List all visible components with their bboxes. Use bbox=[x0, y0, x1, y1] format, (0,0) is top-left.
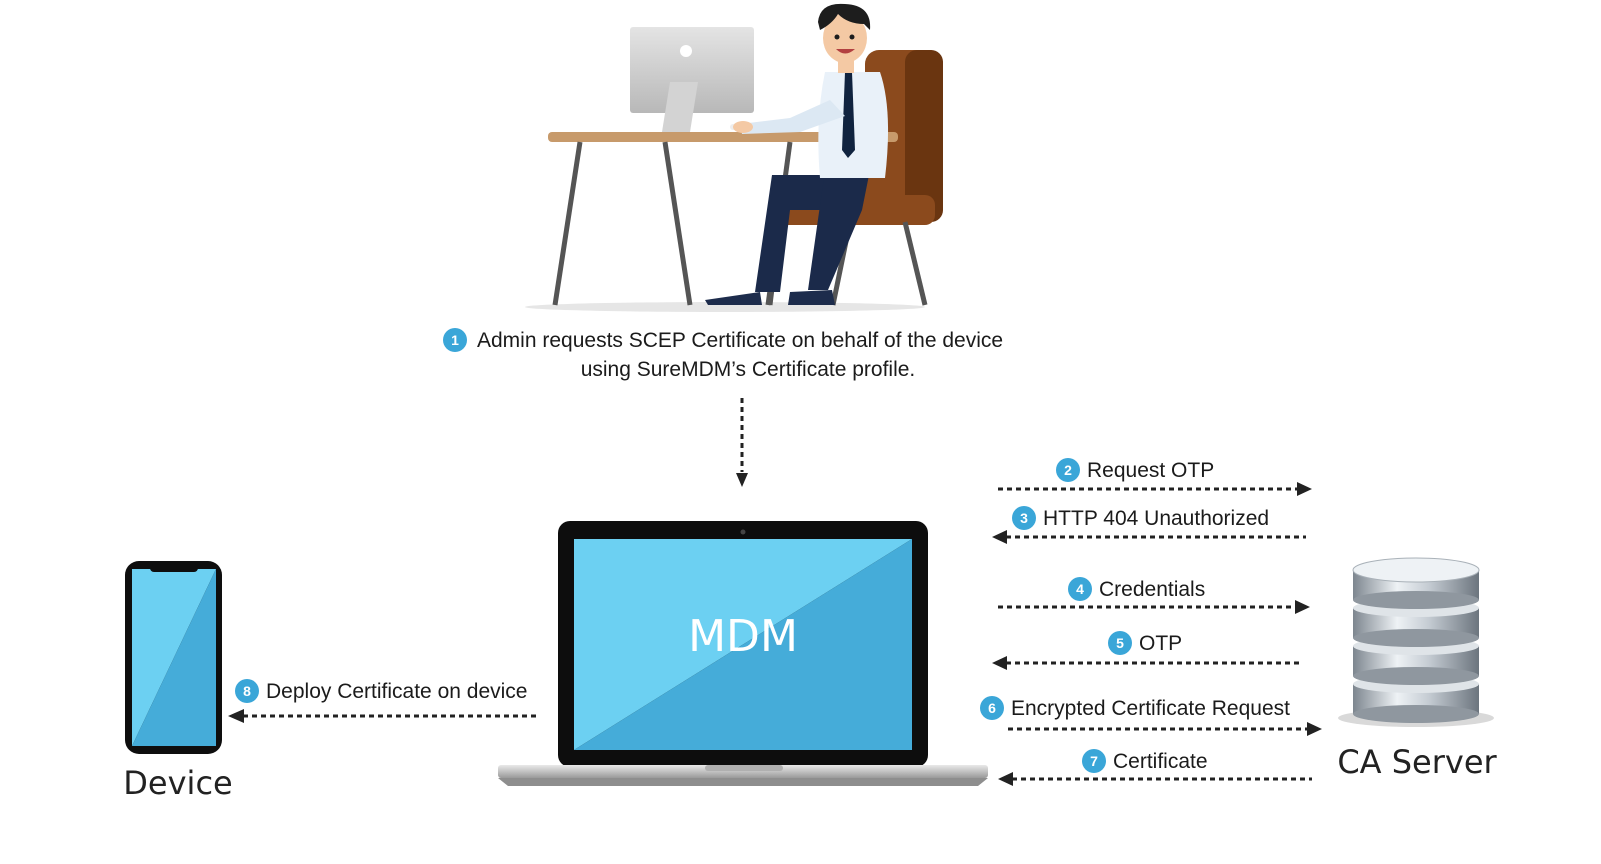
step-3-exchange: 3 HTTP 404 Unauthorized bbox=[992, 506, 1306, 544]
step-1-line-1: Admin requests SCEP Certificate on behal… bbox=[477, 329, 1003, 352]
step-7-exchange: 7 Certificate bbox=[998, 749, 1312, 786]
step-5-arrow-head bbox=[992, 656, 1007, 670]
mdm-ca-exchange: 2 Request OTP 3 HTTP 404 Unauthorized 4 Crede… bbox=[980, 458, 1322, 786]
step-badge-number: 8 bbox=[243, 683, 251, 699]
step-8-text: Deploy Certificate on device bbox=[266, 680, 527, 703]
device-label: Device bbox=[123, 764, 232, 802]
step-badge bbox=[443, 328, 467, 352]
step-badge-number: 4 bbox=[1076, 581, 1084, 597]
step-badge-number: 5 bbox=[1116, 635, 1124, 651]
step-badge-number: 3 bbox=[1020, 510, 1028, 526]
step-7-text: Certificate bbox=[1113, 750, 1208, 773]
step-2-exchange: 2 Request OTP bbox=[998, 458, 1312, 496]
step-badge bbox=[980, 696, 1004, 720]
step-6-arrow-head bbox=[1307, 722, 1322, 736]
step-1-line-2: using SureMDM’s Certificate profile. bbox=[581, 358, 916, 381]
admin-to-mdm-arrow bbox=[736, 398, 748, 487]
step-badge-number: 7 bbox=[1090, 753, 1098, 769]
step-5-exchange: 5 OTP bbox=[992, 631, 1302, 670]
step-1-label: 1 Admin requests SCEP Certificate on beh… bbox=[443, 328, 1003, 381]
mdm-to-device-arrow bbox=[228, 709, 540, 723]
step-2-text: Request OTP bbox=[1087, 459, 1214, 482]
step-badge-number: 1 bbox=[451, 332, 459, 348]
step-badge-number: 2 bbox=[1064, 462, 1072, 478]
step-badge bbox=[1108, 631, 1132, 655]
step-4-exchange: 4 Credentials bbox=[998, 577, 1310, 614]
step-2-arrow-head bbox=[1297, 482, 1312, 496]
step-badge bbox=[235, 679, 259, 703]
step-8-label: 8 Deploy Certificate on device bbox=[235, 679, 527, 703]
laptop-icon: MDM bbox=[498, 521, 988, 786]
step-badge bbox=[1082, 749, 1106, 773]
database-server-icon bbox=[1338, 557, 1494, 727]
step-7-arrow-head bbox=[998, 772, 1013, 786]
mdm-label: MDM bbox=[688, 611, 798, 662]
smartphone-icon bbox=[125, 561, 222, 754]
step-badge bbox=[1012, 506, 1036, 530]
step-6-text: Encrypted Certificate Request bbox=[1011, 697, 1290, 720]
step-3-text: HTTP 404 Unauthorized bbox=[1043, 507, 1269, 530]
step-4-arrow-head bbox=[1295, 600, 1310, 614]
admin-at-desk-icon bbox=[525, 3, 943, 312]
step-6-exchange: 6 Encrypted Certificate Request bbox=[980, 696, 1322, 736]
step-badge-number: 6 bbox=[988, 700, 996, 716]
step-5-text: OTP bbox=[1139, 632, 1182, 655]
step-badge bbox=[1056, 458, 1080, 482]
ca-server-label: CA Server bbox=[1337, 743, 1497, 781]
step-4-text: Credentials bbox=[1099, 578, 1205, 601]
step-badge bbox=[1068, 577, 1092, 601]
step-3-arrow-head bbox=[992, 530, 1007, 544]
